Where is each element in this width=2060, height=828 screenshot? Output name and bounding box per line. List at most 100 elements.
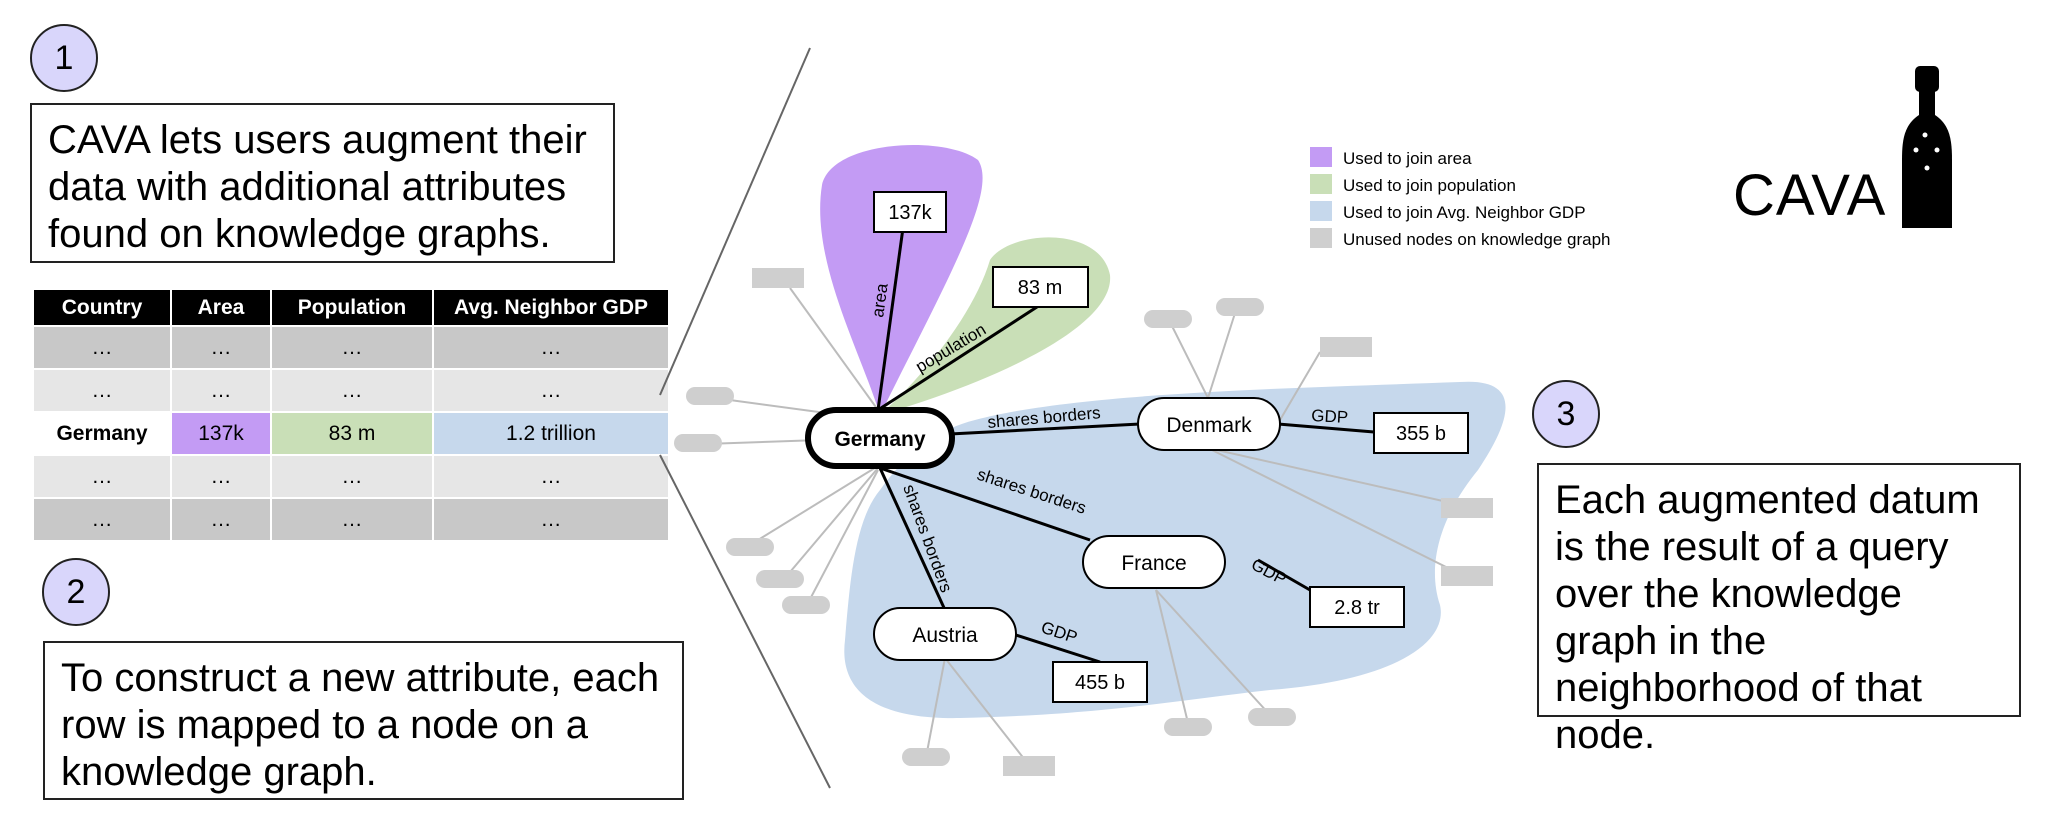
unused-node [1441,566,1493,586]
france-node [1082,535,1226,589]
legend: Used to join area Used to join populatio… [1310,147,1610,249]
step-3-number: 3 [1556,394,1576,433]
germany-france-edge [879,466,1091,542]
legend-swatch-gdp [1310,201,1332,221]
denmark-node-label: Denmark [1166,414,1252,437]
table-cell: … [272,327,432,368]
table-cell: … [272,370,432,411]
unused-node [726,538,774,556]
denmark-gdp-label: 355 b [1396,423,1446,445]
table-row: … … … … [34,499,668,540]
table-cell: … [434,456,668,497]
area-edge-label: area [868,282,892,319]
unused-node [1164,718,1212,736]
germany-area-cell: 137k [172,413,270,454]
unused-node [1003,756,1055,776]
step-2-number: 2 [66,572,86,611]
table-row: … … … … [34,370,668,411]
column-header-population: Population [272,290,432,325]
column-header-area: Area [172,290,270,325]
austria-node [873,607,1017,661]
step-1-badge: 1 [30,24,98,92]
denmark-gdp-node [1373,412,1469,454]
legend-label-unused: Unused nodes on knowledge graph [1343,230,1610,249]
unused-edges [704,287,1466,761]
unused-node [1248,708,1296,726]
unused-node [752,268,804,288]
austria-node-label: Austria [912,624,978,647]
unused-node [782,596,830,614]
step-2-description: To construct a new attribute, each row i… [43,641,684,800]
table-cell: … [34,370,170,411]
cava-logo-text: CAVA [1733,163,1886,228]
germany-node-label: Germany [834,428,925,451]
bottle-icon [1902,66,1952,228]
data-table: Country Area Population Avg. Neighbor GD… [32,288,670,542]
germany-gdp-cell: 1.2 trillion [434,413,668,454]
unused-node [674,434,722,452]
france-gdp-node [1309,586,1405,628]
table-cell: … [34,456,170,497]
zoom-line-bottom [659,454,831,789]
legend-swatch-population [1310,174,1332,194]
legend-label-population: Used to join population [1343,176,1516,195]
area-value-node [873,191,947,233]
step-3-badge: 3 [1532,380,1600,448]
france-gdp-edge [1257,558,1311,592]
table-cell: … [34,327,170,368]
table-cell: … [172,499,270,540]
legend-label-area: Used to join area [1343,149,1472,168]
unused-node [1216,298,1264,316]
unused-nodes [674,268,1493,776]
austria-gdp-node [1052,661,1148,703]
unused-node [902,748,950,766]
denmark-node [1137,397,1281,451]
table-row: … … … … [34,456,668,497]
area-edge [876,227,905,411]
population-value-label: 83 m [1018,277,1062,299]
table-cell: … [172,456,270,497]
france-gdp-label: 2.8 tr [1334,597,1380,619]
table-header-row: Country Area Population Avg. Neighbor GD… [34,290,668,325]
step-2-badge: 2 [42,558,110,626]
zoom-line-top [659,47,811,396]
germany-population-cell: 83 m [272,413,432,454]
step-1-number: 1 [54,38,74,77]
table-cell: … [272,456,432,497]
unused-node [686,387,734,405]
germany-denmark-edge [949,422,1141,436]
unused-node [1144,310,1192,328]
table-row-germany: Germany 137k 83 m 1.2 trillion [34,413,668,454]
france-node-label: France [1121,552,1186,575]
column-header-avg-neighbor-gdp: Avg. Neighbor GDP [434,290,668,325]
step-1-description: CAVA lets users augment their data with … [30,103,615,263]
legend-label-gdp: Used to join Avg. Neighbor GDP [1343,203,1586,222]
denmark-gdp-edge [1277,422,1375,434]
table-cell: … [434,327,668,368]
table-cell: … [172,327,270,368]
query-edges [876,227,1375,664]
area-value-label: 137k [888,202,932,224]
table-cell: … [272,499,432,540]
legend-swatch-area [1310,147,1332,167]
population-edge [877,303,1041,412]
germany-austria-edge [878,467,947,611]
legend-swatch-unused [1310,228,1332,248]
table-cell: … [434,370,668,411]
unused-node [1441,498,1493,518]
germany-node [805,407,955,469]
germany-country-cell: Germany [34,413,170,454]
population-value-node [992,266,1089,308]
table-row: … … … … [34,327,668,368]
table-cell: … [434,499,668,540]
unused-node [1320,337,1372,357]
unused-node [756,570,804,588]
column-header-country: Country [34,290,170,325]
austria-gdp-edge [1015,633,1101,664]
step-3-description: Each augmented datum is the result of a … [1537,463,2021,757]
table-cell: … [34,499,170,540]
denmark-gdp-edge-label: GDP [1311,406,1349,427]
austria-gdp-label: 455 b [1075,672,1125,694]
table-cell: … [172,370,270,411]
